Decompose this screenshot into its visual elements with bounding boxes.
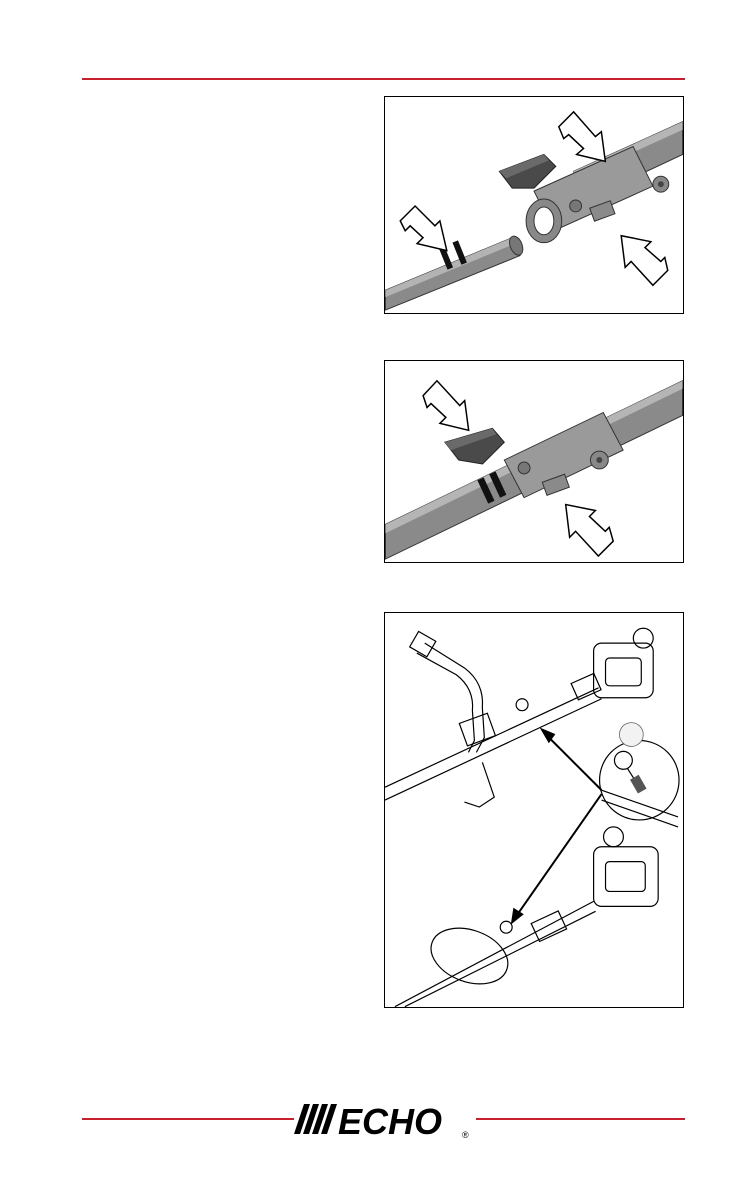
header-rule xyxy=(82,78,685,80)
registered-mark: ® xyxy=(462,1130,469,1140)
echo-logo: ECHO ® xyxy=(292,1098,476,1142)
figure-coupler-separated xyxy=(384,96,684,314)
coupler-separated-illustration xyxy=(385,97,683,313)
coupler-joined-illustration xyxy=(385,361,683,562)
logo-wordmark: ECHO xyxy=(338,1101,442,1142)
footer-rule-left xyxy=(82,1118,294,1120)
figure-trimmer-handle-pin xyxy=(384,612,684,1008)
footer-rule-right xyxy=(476,1118,685,1120)
logo-stripes-icon xyxy=(294,1104,337,1134)
figure-coupler-joined xyxy=(384,360,684,563)
trimmer-assembly-illustration xyxy=(385,613,683,1007)
